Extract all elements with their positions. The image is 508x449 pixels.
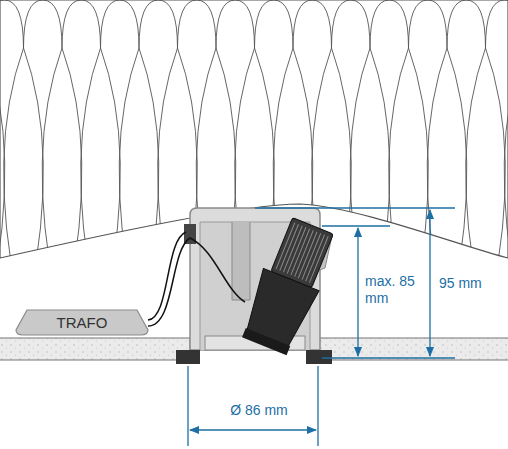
flange (176, 350, 200, 364)
part-label: TRAFO (15, 309, 149, 336)
ceiling-board (318, 338, 508, 360)
housing-bracket (232, 222, 250, 300)
dimension-lines (188, 208, 455, 446)
transformer-box: TRAFO (15, 309, 149, 336)
dimension-label: max. 85 mm (365, 273, 417, 307)
ceiling-board (0, 338, 190, 360)
dimension-label: 95 mm (439, 275, 503, 292)
wire (148, 238, 245, 326)
flange (306, 350, 332, 364)
lamp-module (236, 215, 340, 358)
wire (148, 232, 186, 320)
dimension-label: Ø 86 mm (214, 402, 304, 419)
